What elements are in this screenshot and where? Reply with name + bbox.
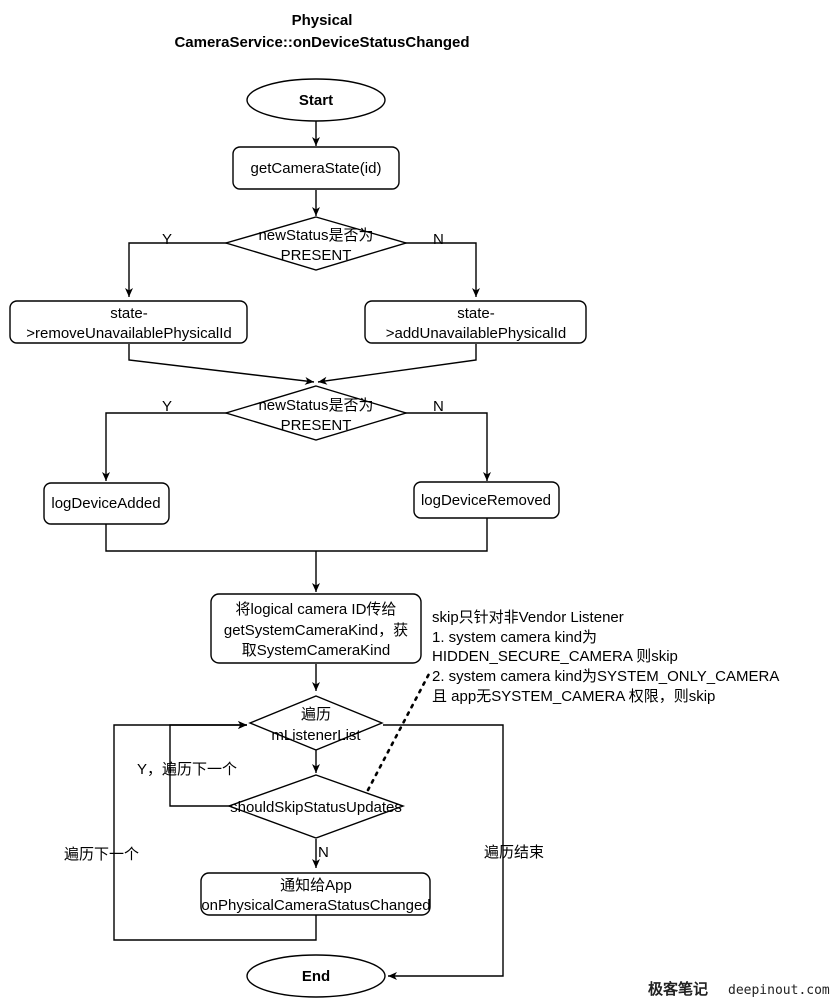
remove-unavailable-node: state- >removeUnavailablePhysicalId	[9, 300, 248, 344]
log-removed-label: logDeviceRemoved	[421, 492, 551, 509]
decision2-yes-label: Y	[162, 398, 172, 415]
notify-line-2: onPhysicalCameraStatusChanged	[201, 897, 430, 914]
log-removed-node: logDeviceRemoved	[413, 481, 560, 519]
skip-note: skip只针对非Vendor Listener 1. system camera…	[432, 609, 779, 705]
edge-add-to-decision2	[317, 344, 477, 385]
pass-logical-line-1: 将logical camera ID传给	[236, 601, 397, 618]
note-line-3: HIDDEN_SECURE_CAMERA 则skip	[432, 648, 678, 665]
edge-labels: Y N Y N Y，遍历下一个 N 遍历下一个 遍历结束	[64, 231, 544, 863]
pass-logical-node: 将logical camera ID传给 getSystemCameraKind…	[210, 593, 422, 664]
decision2-line-1: newStatus是否为	[258, 397, 373, 414]
decision1-node: newStatus是否为 PRESENT	[223, 216, 409, 271]
iterate-line-2: mListenerList	[271, 727, 361, 744]
edge-decision2-yes	[102, 412, 227, 481]
decision1-line-2: PRESENT	[281, 247, 352, 264]
remove-unavailable-line-1: state-	[110, 305, 148, 322]
decision2-line-2: PRESENT	[281, 417, 352, 434]
end-node: End	[246, 954, 386, 998]
pass-logical-line-3: 取SystemCameraKind	[242, 642, 390, 659]
add-unavailable-node: state- >addUnavailablePhysicalId	[364, 300, 587, 344]
edge-iterate-done	[383, 724, 504, 980]
edge-remove-to-decision2	[128, 344, 315, 385]
note-line-1: skip只针对非Vendor Listener	[432, 609, 624, 626]
decision2-node: newStatus是否为 PRESENT	[223, 385, 409, 441]
iterate-node: 遍历 mListenerList	[248, 695, 384, 751]
edges	[102, 120, 504, 980]
should-skip-node: shouldSkipStatusUpdates	[226, 774, 406, 839]
notify-node: 通知给App onPhysicalCameraStatusChanged	[200, 872, 431, 916]
loop-done-label: 遍历结束	[484, 844, 544, 861]
edge-logadded-merge	[105, 524, 316, 552]
getstate-node: getCameraState(id)	[232, 146, 400, 190]
decision1-line-1: newStatus是否为	[258, 227, 373, 244]
log-added-label: logDeviceAdded	[51, 495, 160, 512]
edge-notify-loop	[113, 721, 317, 941]
watermark-brand: 极客笔记	[648, 980, 708, 998]
diagram-title: Physical CameraService::onDeviceStatusCh…	[174, 12, 469, 51]
decision2-no-label: N	[433, 398, 444, 415]
edge-logremoved-merge	[316, 518, 488, 552]
add-unavailable-line-2: >addUnavailablePhysicalId	[386, 325, 567, 342]
note-line-4: 2. system camera kind为SYSTEM_ONLY_CAMERA	[432, 668, 779, 685]
start-label: Start	[299, 92, 333, 109]
decision1-no-label: N	[433, 231, 444, 248]
notify-line-1: 通知给App	[280, 877, 352, 894]
start-node: Start	[246, 78, 386, 122]
pass-logical-line-2: getSystemCameraKind，获	[224, 622, 408, 639]
note-line-2: 1. system camera kind为	[432, 629, 597, 646]
edge-decision1-no	[405, 242, 480, 297]
skip-no-label: N	[318, 844, 329, 861]
should-skip-label: shouldSkipStatusUpdates	[230, 799, 402, 816]
iterate-line-1: 遍历	[301, 706, 331, 723]
title-line-2: CameraService::onDeviceStatusChanged	[174, 34, 469, 51]
edge-decision2-no	[405, 412, 491, 481]
title-line-1: Physical	[292, 12, 353, 29]
note-connector	[366, 670, 432, 792]
watermark-site: deepinout.com	[728, 983, 830, 998]
add-unavailable-line-1: state-	[457, 305, 495, 322]
watermark: 极客笔记 deepinout.com	[648, 980, 830, 998]
next-loop-label: 遍历下一个	[64, 846, 139, 863]
remove-unavailable-line-2: >removeUnavailablePhysicalId	[26, 325, 232, 342]
edge-decision1-yes	[125, 242, 227, 297]
note-line-5: 且 app无SYSTEM_CAMERA 权限，则skip	[432, 688, 715, 705]
decision1-yes-label: Y	[162, 231, 172, 248]
getstate-label: getCameraState(id)	[251, 160, 382, 177]
log-added-node: logDeviceAdded	[43, 482, 170, 525]
end-label: End	[302, 968, 330, 985]
skip-yes-label: Y，遍历下一个	[137, 761, 237, 778]
